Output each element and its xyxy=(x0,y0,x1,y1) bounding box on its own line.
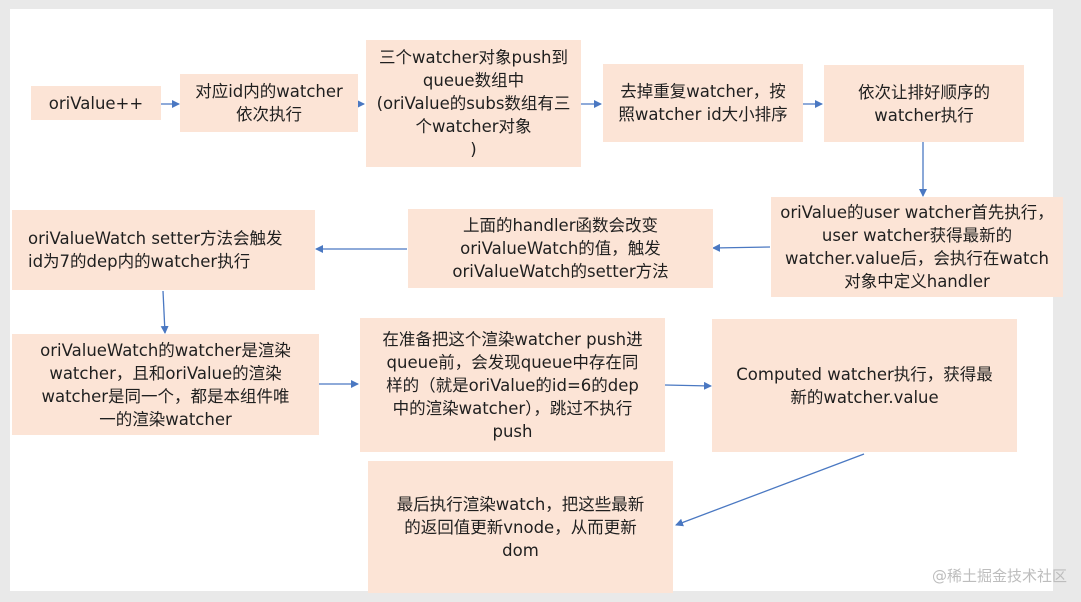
step-render-watch-update-dom: 最后执行渲染watch，把这些最新 的返回值更新vnode，从而更新 dom xyxy=(368,461,673,593)
watermark: @稀土掘金技术社区 xyxy=(931,567,1067,585)
step-ori-value-increment: oriValue++ xyxy=(31,86,161,120)
step-setter-triggers-dep: oriValueWatch setter方法会触发 id为7的dep内的watc… xyxy=(12,210,315,290)
step-dedupe-and-sort: 去掉重复watcher，按 照watcher id大小排序 xyxy=(603,64,803,142)
step-render-watcher-same: oriValueWatch的watcher是渲染 watcher，且和oriVa… xyxy=(12,334,319,435)
step-handler-changes-value: 上面的handler函数会改变 oriValueWatch的值，触发 oriVa… xyxy=(408,209,713,288)
step-run-sorted-watchers: 依次让排好顺序的 watcher执行 xyxy=(824,65,1024,142)
step-push-to-queue: 三个watcher对象push到 queue数组中 (oriValue的subs… xyxy=(366,40,581,167)
step-watchers-execute-by-id: 对应id内的watcher 依次执行 xyxy=(180,74,358,132)
step-computed-watcher: Computed watcher执行，获得最 新的watcher.value xyxy=(712,319,1017,452)
step-user-watcher-handler: oriValue的user watcher首先执行， user watcher获… xyxy=(771,197,1063,297)
step-skip-duplicate-push: 在准备把这个渲染watcher push进 queue前，会发现queue中存在… xyxy=(360,318,665,452)
